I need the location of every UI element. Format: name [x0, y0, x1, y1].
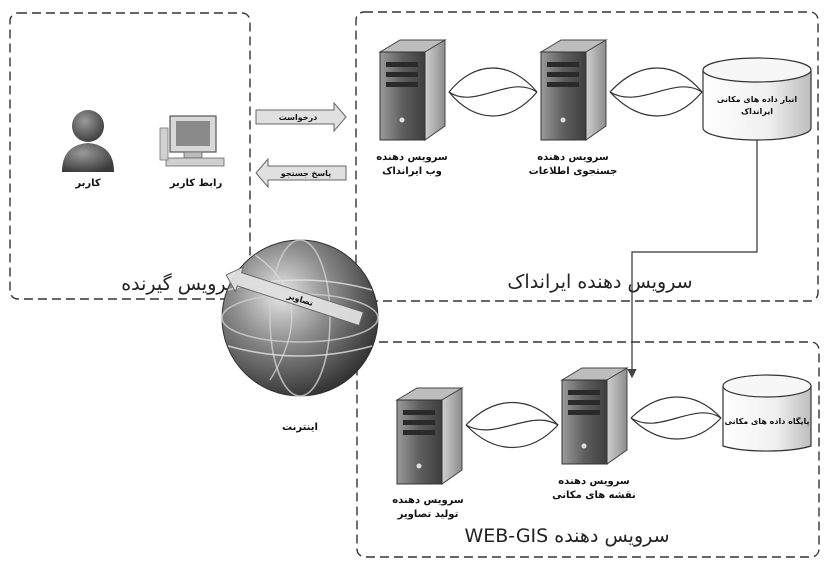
spatial-store-label-2: ایرانداک: [741, 107, 773, 116]
spatial-db-icon: [722, 374, 812, 452]
client-box-title: سرویس گیرنده: [121, 272, 243, 295]
spatial-store-label-1: انبار داده های مکانی: [717, 95, 798, 104]
map-server-label-1: سرویس دهنده: [558, 476, 630, 487]
web-server-label-1: سرویس دهنده: [376, 152, 448, 163]
web-server-label-2: وب ایرانداک: [382, 166, 442, 177]
irandak-box: [355, 11, 819, 302]
internet-label: اینترنت: [282, 422, 318, 433]
store-to-map-connector: [627, 140, 758, 379]
images-arrow: تصاویر: [225, 265, 364, 327]
search-store-link: [609, 67, 703, 117]
spatial-db-label: پایگاه داده های مکانی: [724, 416, 809, 426]
webgis-box-title: سرویس دهنده WEB-GIS: [464, 525, 669, 547]
irandak-box-title: سرویس دهنده ایرانداک: [507, 271, 692, 293]
web-server-icon: [378, 39, 447, 141]
image-server-label-1: سرویس دهنده: [392, 495, 464, 506]
search-server-icon: [539, 39, 608, 141]
spatial-store-icon: [702, 57, 812, 141]
search-response-label: پاسخ جستجو: [280, 169, 331, 178]
computer-icon: [159, 115, 225, 167]
user-interface-label: رابط کاربر: [169, 178, 223, 189]
image-map-link: [465, 402, 559, 448]
map-server-icon: [560, 367, 629, 465]
web-search-link: [448, 67, 538, 117]
image-server-icon: [395, 387, 464, 485]
user-icon: [62, 110, 114, 172]
request-arrow: درخواست: [255, 101, 347, 133]
request-label: درخواست: [279, 113, 318, 122]
map-server-label-2: نقشه های مکانی: [552, 490, 636, 501]
image-server-label-2: تولید تصاویر: [397, 509, 459, 520]
client-box: [9, 12, 251, 300]
search-server-label-2: جستجوی اطلاعات: [529, 166, 618, 177]
user-label: کاربر: [74, 178, 100, 189]
search-server-label-1: سرویس دهنده: [537, 152, 609, 163]
map-db-link: [630, 396, 722, 440]
search-response-arrow: پاسخ جستجو: [255, 157, 347, 189]
